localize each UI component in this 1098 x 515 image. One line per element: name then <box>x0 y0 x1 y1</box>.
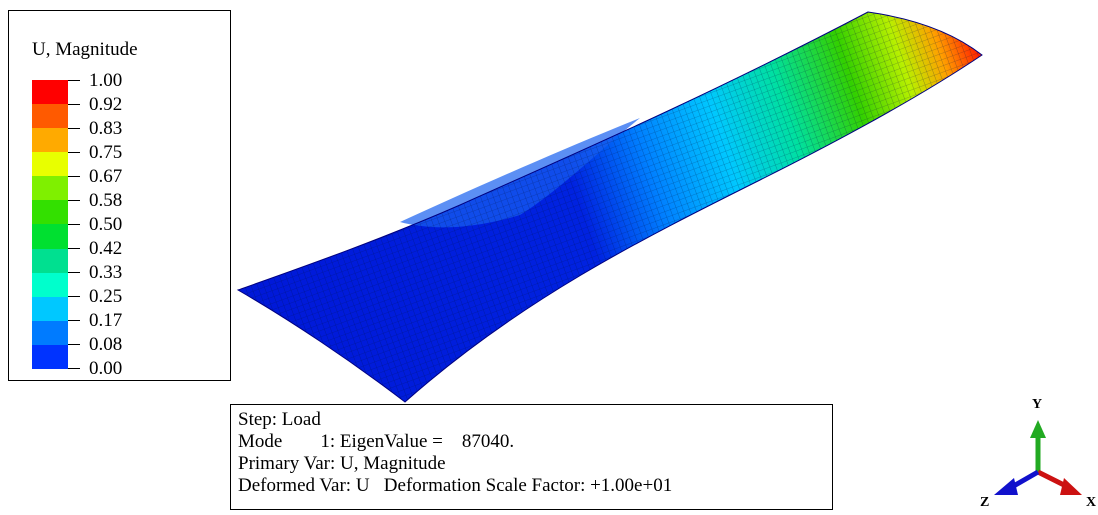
step-info-box: Step: Load Mode 1: EigenValue = 87040. P… <box>230 404 833 510</box>
legend-tick-label: 0.00 <box>89 358 123 379</box>
legend-tick-mark <box>68 272 80 273</box>
legend-swatch <box>32 152 68 177</box>
legend-swatch <box>32 272 68 297</box>
legend-swatch <box>32 344 68 369</box>
legend-tick-label: 0.92 <box>89 94 123 115</box>
mesh-overlay <box>238 12 982 402</box>
legend-tick-mark <box>68 152 80 153</box>
x-axis-label: X <box>1086 495 1097 510</box>
x-arrow-head <box>1060 478 1082 495</box>
legend-swatch <box>32 104 68 129</box>
z-axis-label: Z <box>980 495 990 510</box>
deformed-var-label: Deformed Var: U Deformation Scale Factor… <box>238 475 673 496</box>
legend-tick-mark <box>68 104 80 105</box>
legend-swatch <box>32 248 68 273</box>
legend-swatch <box>32 320 68 345</box>
legend-swatch <box>32 224 68 249</box>
axis-triad: Y Z X <box>970 392 1098 510</box>
legend-swatch <box>32 80 68 105</box>
legend-tick-mark <box>68 200 80 201</box>
y-arrow-head <box>1030 420 1046 438</box>
legend-tick-label: 0.25 <box>89 286 123 307</box>
step-label: Step: Load <box>238 409 321 430</box>
triad-arrows <box>994 420 1082 495</box>
z-arrow-head <box>994 478 1018 495</box>
legend-tick-label: 0.42 <box>89 238 123 259</box>
legend-tick-mark <box>68 248 80 249</box>
legend-tick-label: 0.50 <box>89 214 123 235</box>
color-legend: U, Magnitude 1.00 0.92 0.83 0.75 0.67 0.… <box>8 10 231 381</box>
wing-outline <box>236 11 983 403</box>
legend-tick-mark <box>68 368 80 369</box>
light-blue-band <box>400 118 640 228</box>
legend-swatch <box>32 200 68 225</box>
legend-tick-label: 0.58 <box>89 190 123 211</box>
legend-tick-mark <box>68 224 80 225</box>
mode-eigenvalue-label: Mode 1: EigenValue = 87040. <box>238 431 515 452</box>
legend-tick-mark <box>68 344 80 345</box>
primary-var-label: Primary Var: U, Magnitude <box>238 453 446 474</box>
legend-tick-label: 0.67 <box>89 166 123 187</box>
legend-tick-mark <box>68 296 80 297</box>
legend-tick-label: 0.75 <box>89 142 123 163</box>
legend-tick-mark <box>68 176 80 177</box>
legend-tick-label: 0.17 <box>89 310 123 331</box>
legend-tick-label: 0.08 <box>89 334 123 355</box>
legend-tick-label: 0.33 <box>89 262 123 283</box>
legend-tick-label: 0.83 <box>89 118 123 139</box>
legend-swatch <box>32 296 68 321</box>
y-axis-label: Y <box>1032 397 1043 412</box>
legend-color-bar <box>32 80 68 369</box>
legend-tick-mark <box>68 80 80 81</box>
legend-tick-mark <box>68 320 80 321</box>
legend-swatch <box>32 176 68 201</box>
legend-tick-label: 1.00 <box>89 70 123 91</box>
legend-title: U, Magnitude <box>32 39 138 60</box>
legend-tick-mark <box>68 128 80 129</box>
legend-swatch <box>32 128 68 153</box>
